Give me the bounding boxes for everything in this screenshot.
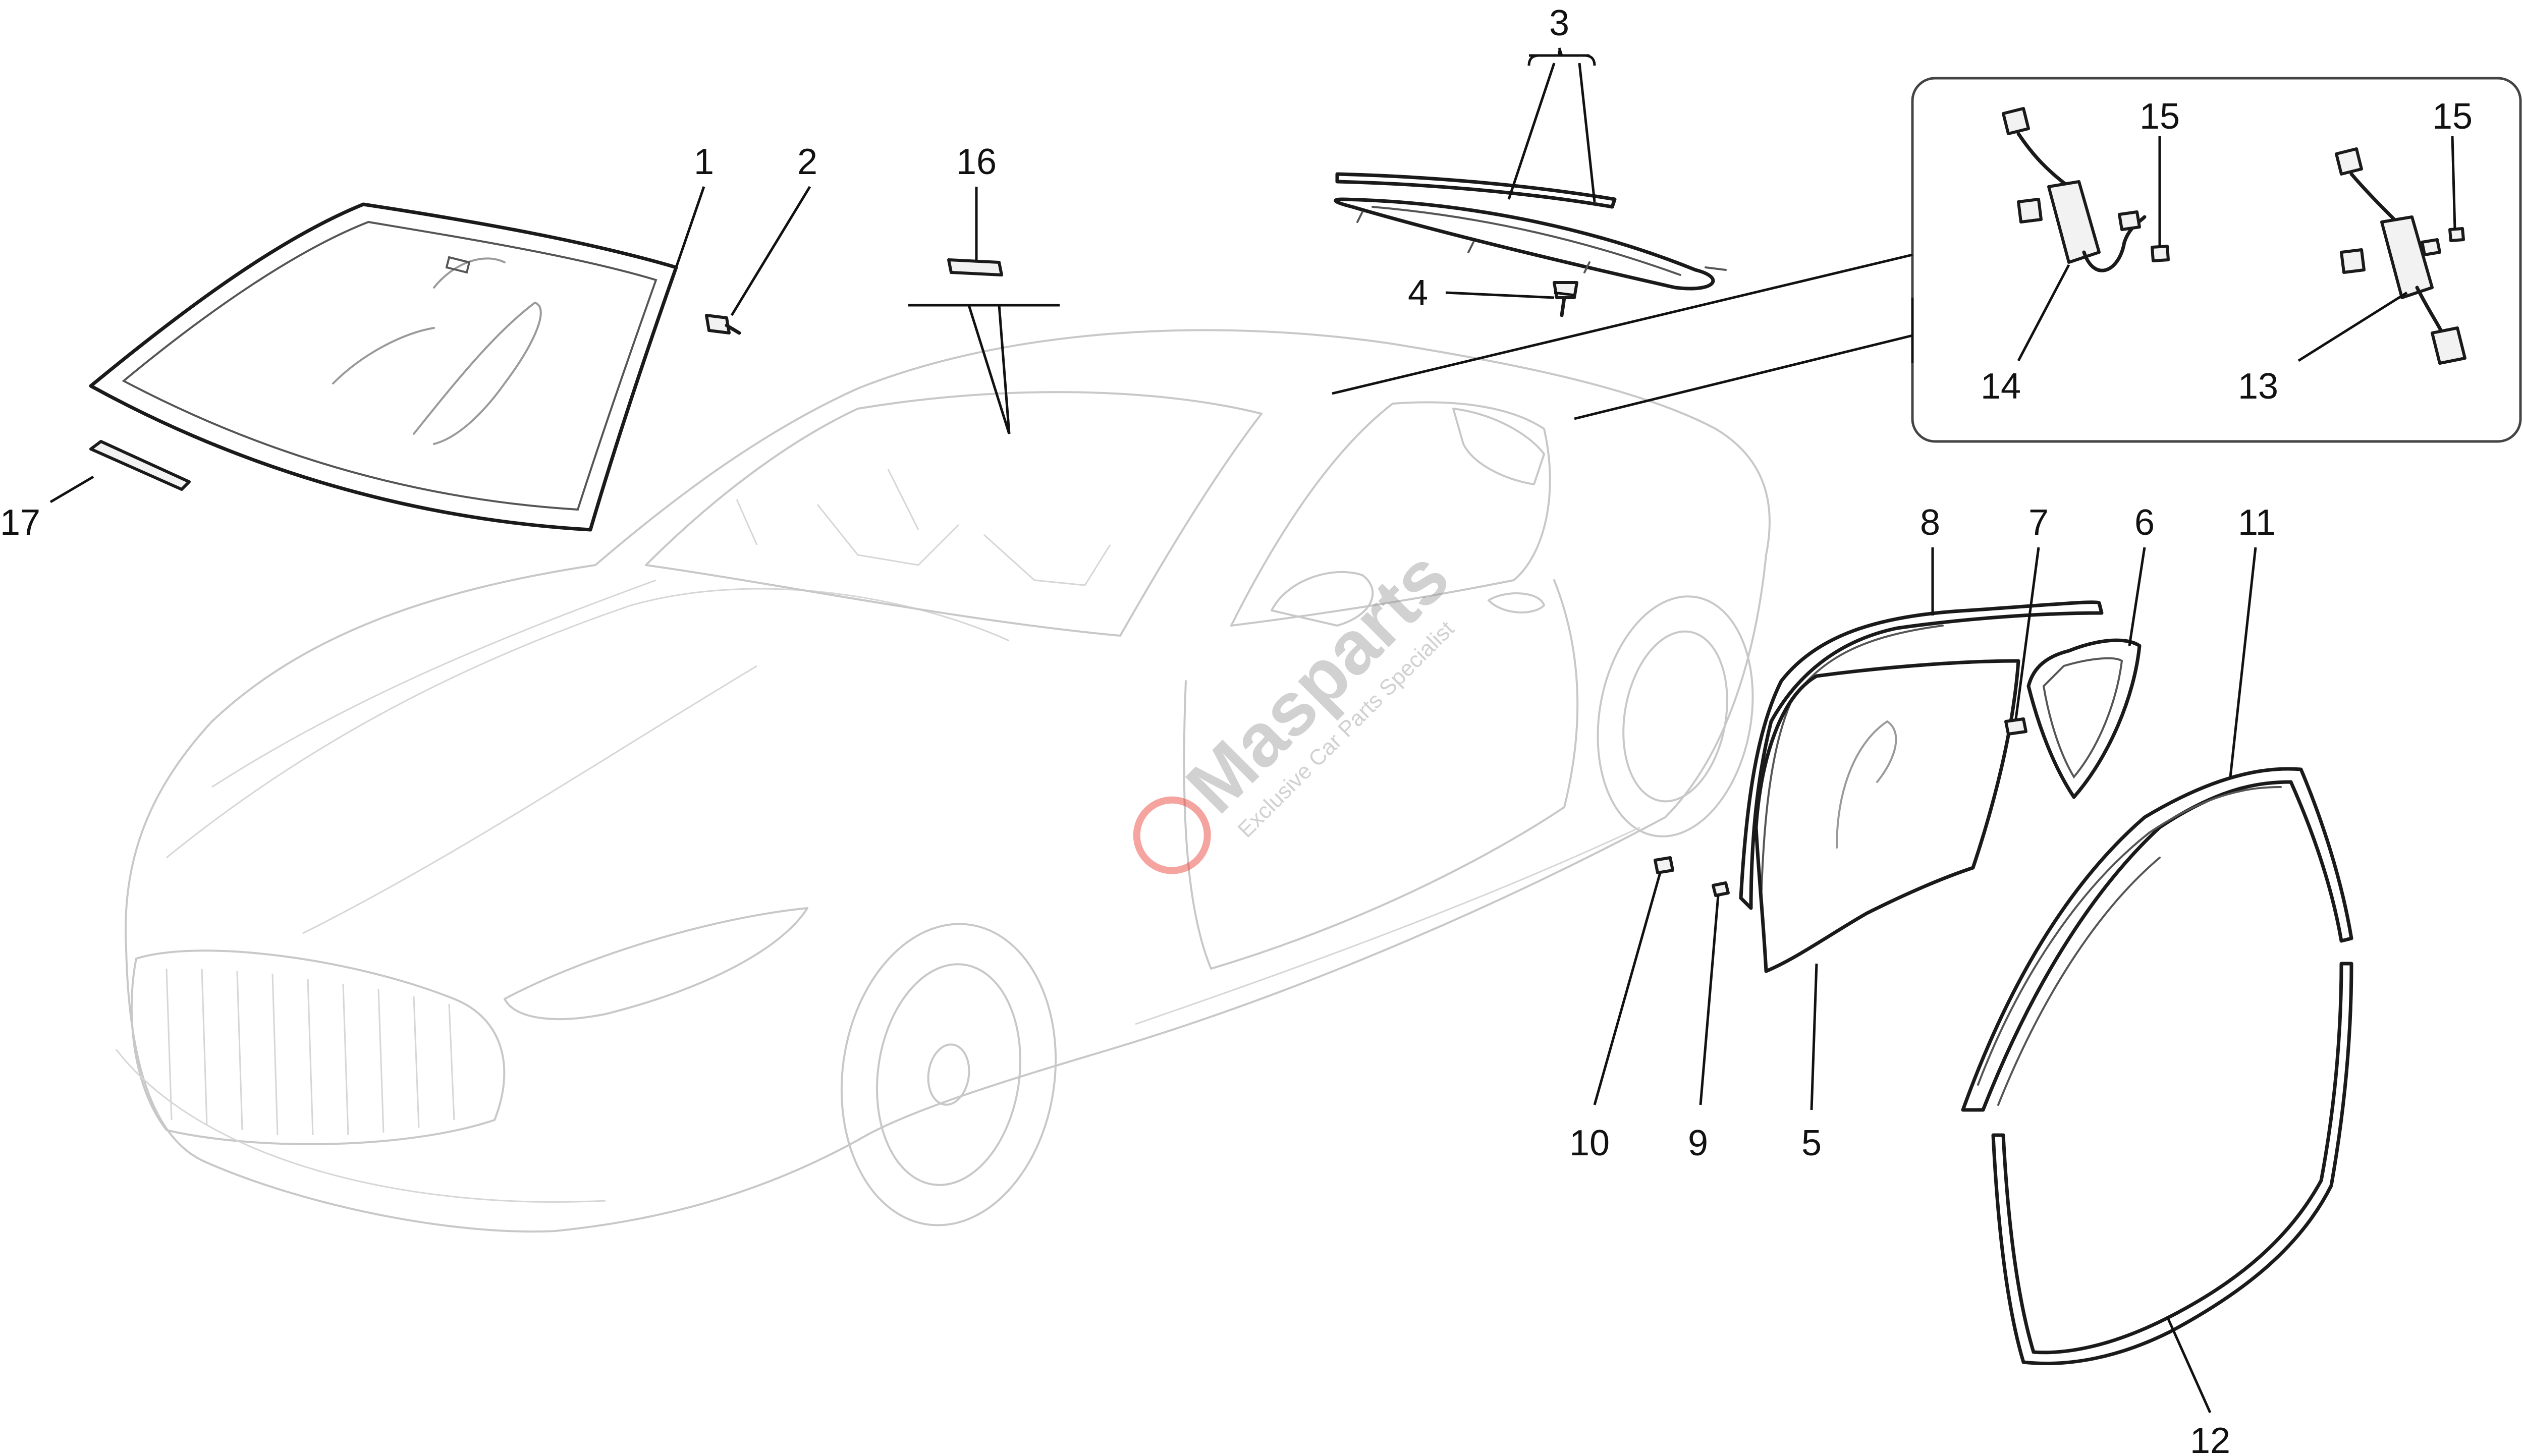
watermark-brand: Masparts [1170,534,1464,828]
callout-labels: 1 2 3 4 5 6 7 8 9 10 11 12 13 14 15 15 1… [0,3,2473,1456]
quarter-glass-clip [2004,717,2027,736]
door-lower-seal [1991,962,2353,1365]
callout-12: 12 [2190,1421,2230,1456]
door-glass-clips [1654,856,1730,897]
rearview-mirror-stud [947,258,1003,276]
callout-7: 7 [2028,502,2049,543]
callout-14: 14 [1981,366,2021,407]
windshield-lower-strip [89,440,191,491]
callout-10: 10 [1569,1123,1610,1163]
door-glass [1754,659,2020,973]
callout-13: 13 [2238,366,2278,407]
callout-3: 3 [1549,3,1569,43]
callout-11: 11 [2238,502,2276,543]
callout-1: 1 [694,142,714,182]
callout-17: 17 [0,502,40,543]
rear-quarter-glass [2026,638,2142,799]
door-upper-seal [1961,767,2353,1112]
leader-lines [49,47,2456,1414]
car-body-outline [115,329,1771,1233]
watermark-logo-icon [1133,796,1211,874]
windshield-clip [705,314,741,335]
heating-cable-inset [1332,77,2522,443]
callout-9: 9 [1688,1123,1708,1163]
callout-8: 8 [1920,502,1940,543]
callout-15-right: 15 [2432,96,2473,137]
callout-16: 16 [956,142,997,182]
watermark: Masparts Exclusive Car Parts Specialist [1133,534,1465,874]
callout-5: 5 [1801,1123,1822,1163]
callout-4: 4 [1408,273,1428,313]
rear-window-clip [1553,281,1578,317]
windshield [89,202,678,532]
callout-2: 2 [797,142,817,182]
door-glass-run-channel [1739,600,2104,910]
rear-window [1334,172,1727,291]
callout-15-left: 15 [2140,96,2180,137]
leader-16-bracket [908,304,1060,434]
callout-6: 6 [2134,502,2155,543]
